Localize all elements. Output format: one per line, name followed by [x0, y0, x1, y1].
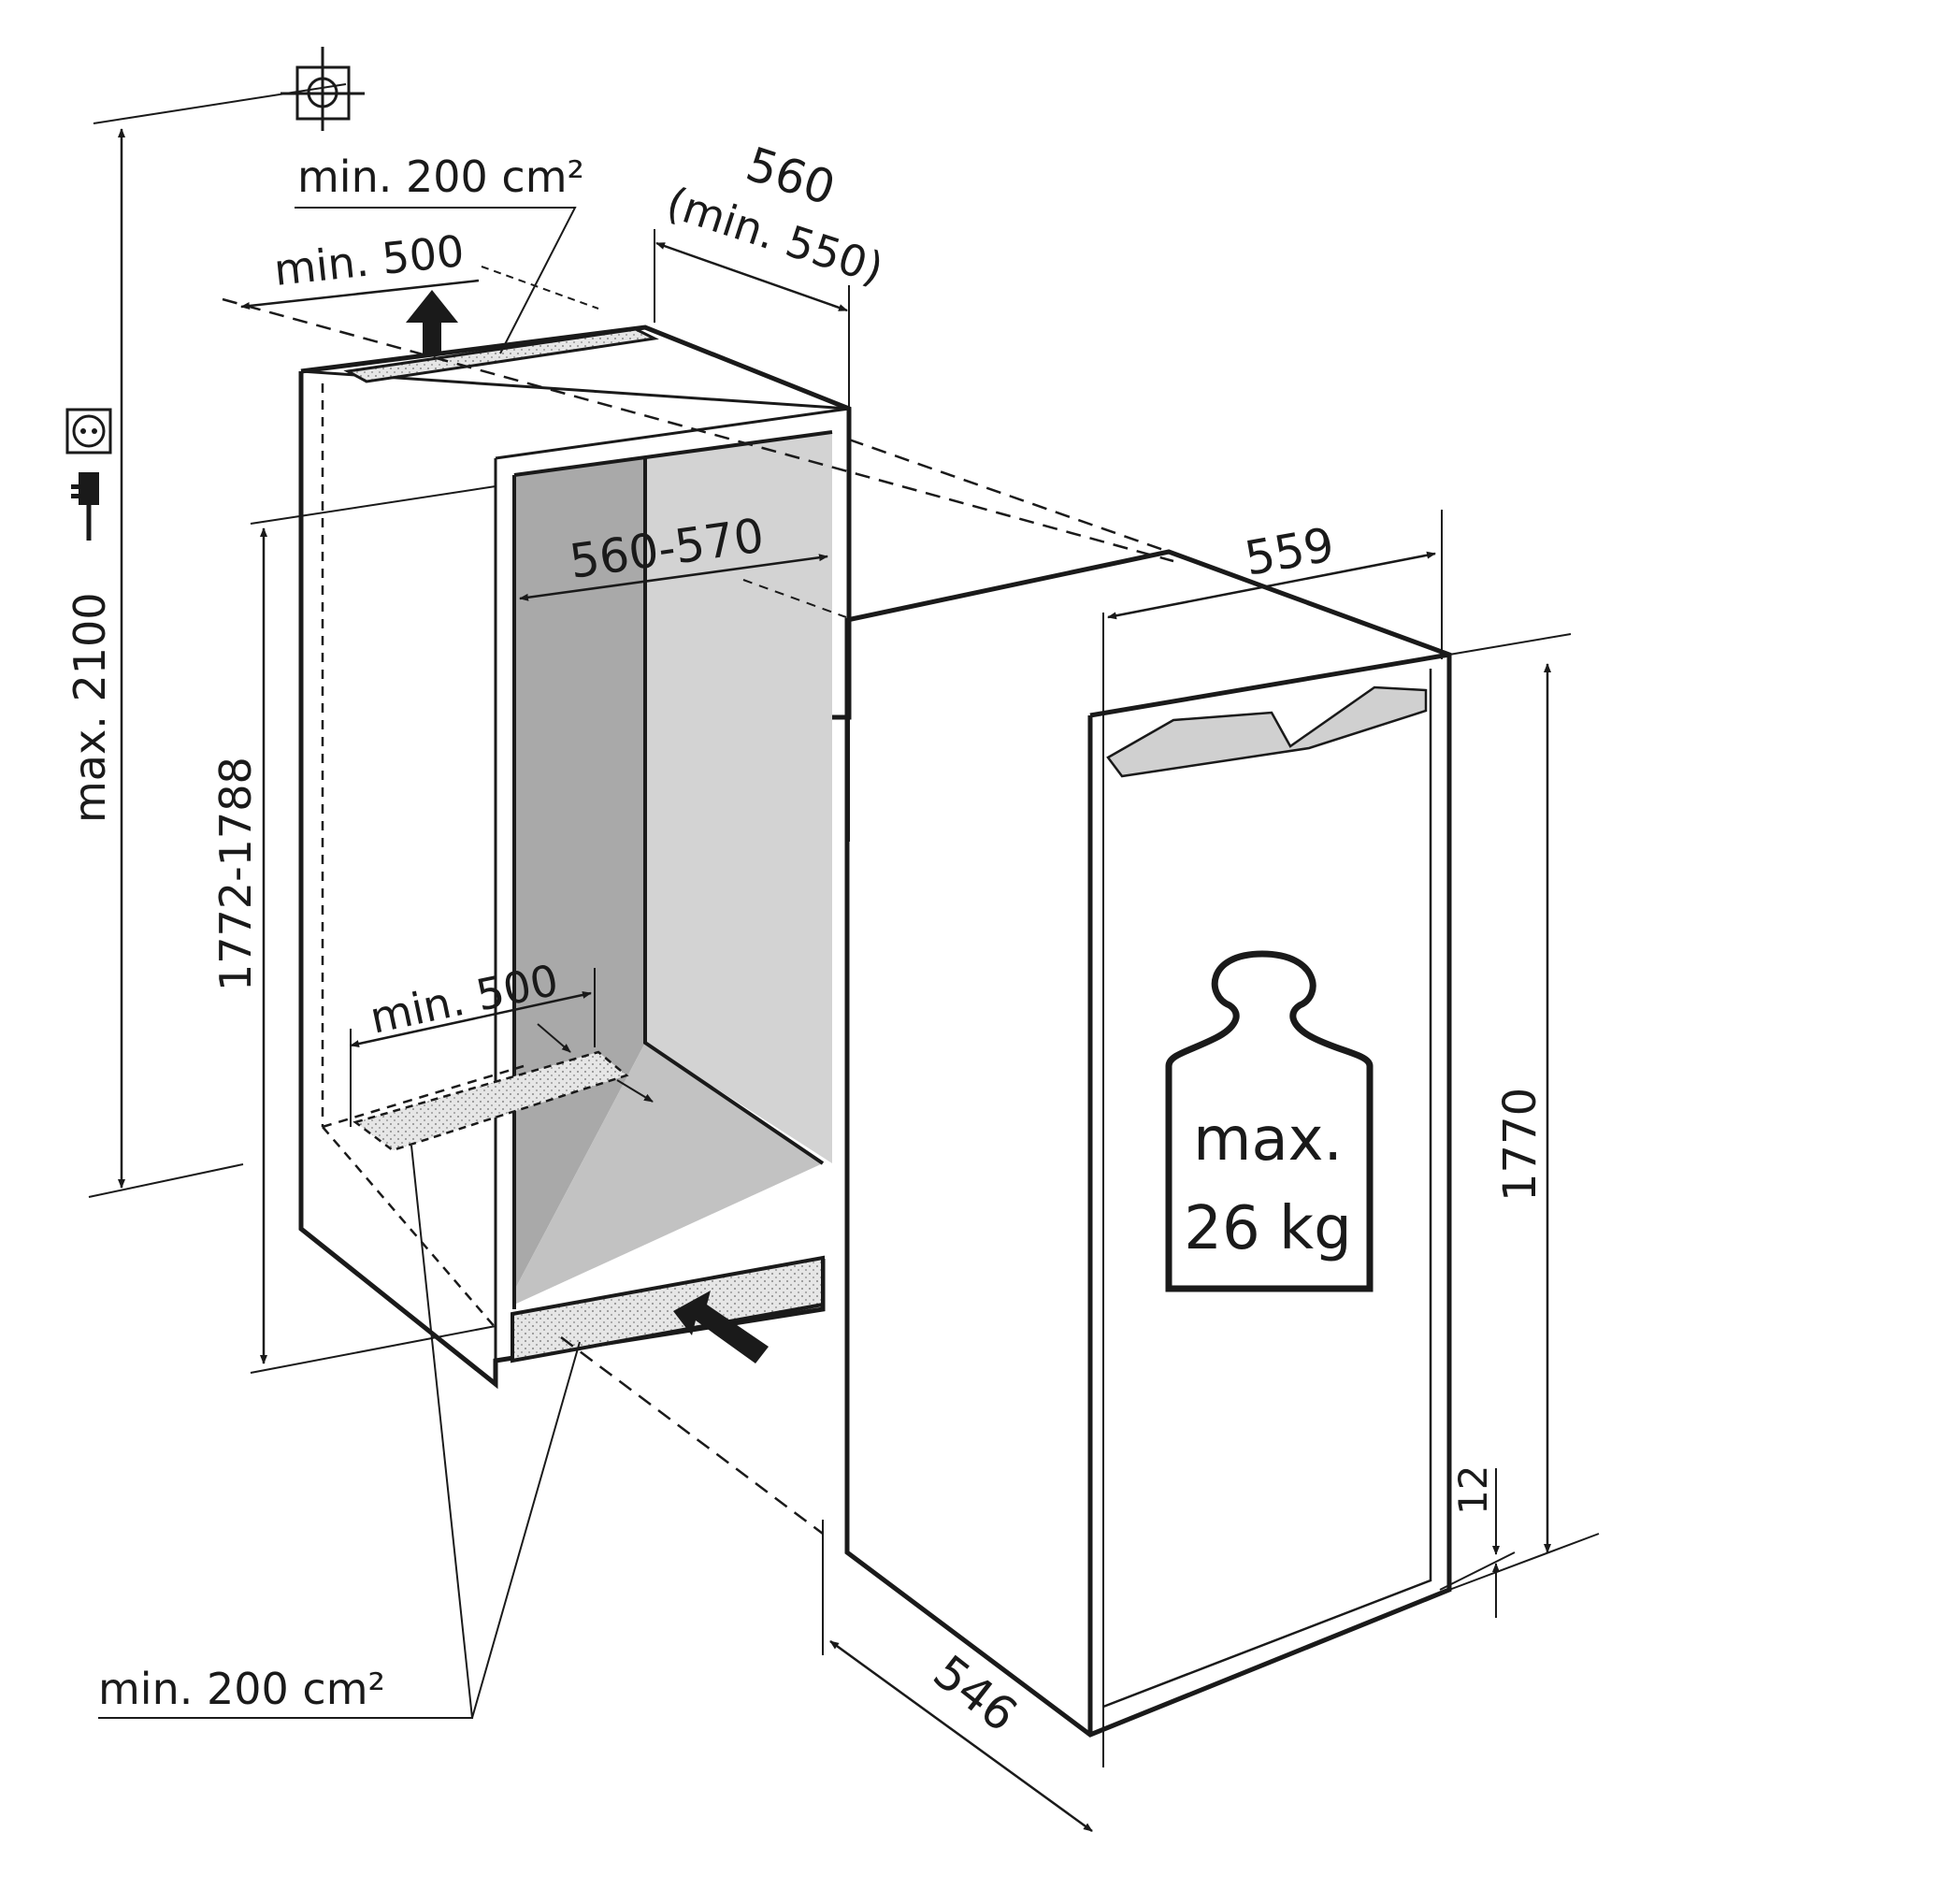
- airflow-arrow-icon: [406, 290, 458, 353]
- label-appliance-depth: 546: [924, 1645, 1028, 1742]
- niche-side-wall: [645, 432, 832, 1163]
- niche-floor: [514, 1043, 823, 1305]
- plug-icon: [71, 472, 99, 541]
- bottom-front-vent: [511, 1255, 825, 1363]
- appliance-door-inner: [1102, 669, 1432, 1709]
- weight-icon: [1165, 950, 1374, 1292]
- weight-text-line2: 26 kg: [1184, 1194, 1351, 1263]
- dimension-lines: [88, 83, 1600, 1833]
- leader-top-vent: [295, 207, 577, 354]
- airflow-arrow-icon: [673, 1291, 769, 1363]
- label-appliance-height: 1770: [1494, 1088, 1546, 1202]
- socket-icon: [65, 408, 112, 454]
- dim-top-clearance: [240, 279, 480, 310]
- dim-appliance-width: [1107, 551, 1436, 620]
- control-panel-strip: [1106, 685, 1428, 778]
- niche-cabinet: [298, 290, 852, 1390]
- label-top-vent-area: min. 200 cm²: [297, 151, 584, 202]
- label-offset: 12: [1450, 1465, 1496, 1515]
- depth-reference-lines: [222, 297, 1174, 1535]
- dim-bottom-clearance: [350, 991, 592, 1047]
- label-max-height: max. 2100: [65, 592, 115, 823]
- appliance-unit: [844, 549, 1452, 1738]
- niche-inner-frame: [512, 430, 833, 1309]
- grounding-symbol-icon: [281, 47, 365, 131]
- dim-depth: [655, 241, 848, 312]
- dim-appliance-depth: [829, 1639, 1093, 1833]
- weight-text-line1: max.: [1193, 1105, 1343, 1175]
- leader-bottom-vent: [98, 1145, 581, 1719]
- bottom-rear-vent: [352, 1050, 629, 1152]
- label-bottom-vent-area: min. 200 cm²: [98, 1664, 385, 1714]
- dim-niche-width: [519, 554, 828, 601]
- top-vent-grille: [343, 327, 659, 383]
- weight-badge: max. 26 kg: [1165, 950, 1374, 1292]
- label-niche-height: 1772-1788: [210, 757, 261, 991]
- niche-hidden-edges: [321, 383, 525, 1329]
